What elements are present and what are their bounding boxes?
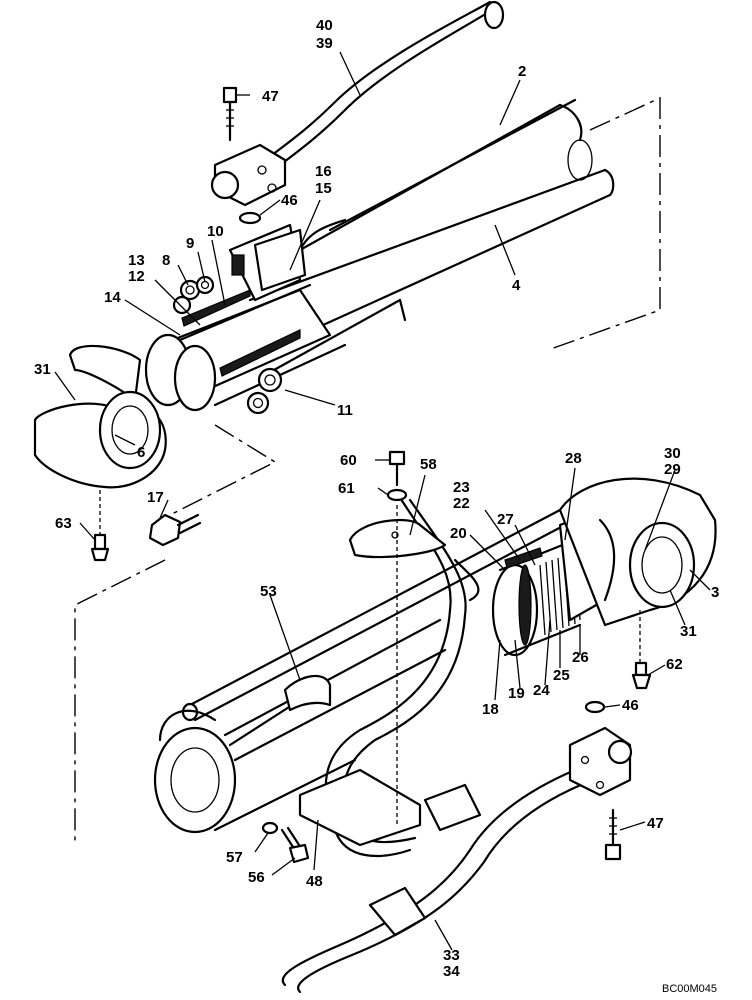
callout-56: 56	[248, 869, 265, 886]
callout-10: 10	[207, 223, 224, 240]
fittings-middle	[90, 490, 202, 562]
callout-6: 6	[137, 444, 145, 461]
callout-29: 29	[664, 461, 681, 478]
callout-57: 57	[226, 849, 243, 866]
callout-30: 30	[664, 445, 681, 462]
callout-60: 60	[340, 452, 357, 469]
callout-16: 16	[315, 163, 332, 180]
callout-labels: 40 39 2 47 16 15 46 10 9 8 13 12 14 4 31…	[34, 17, 719, 995]
callout-26: 26	[572, 649, 589, 666]
callout-48: 48	[306, 873, 323, 890]
callout-13: 13	[128, 252, 145, 269]
callout-47-lower: 47	[647, 815, 664, 832]
callout-34: 34	[443, 963, 460, 980]
callout-3: 3	[711, 584, 719, 601]
callout-40: 40	[316, 17, 333, 34]
leader-lines	[54, 51, 711, 951]
callout-61: 61	[338, 480, 355, 497]
callout-31-lower: 31	[680, 623, 697, 640]
callout-14: 14	[104, 289, 121, 306]
callout-15: 15	[315, 180, 332, 197]
callout-53: 53	[260, 583, 277, 600]
lower-barrel-assembly	[153, 477, 717, 834]
callout-9: 9	[186, 235, 194, 252]
callout-17: 17	[147, 489, 164, 506]
callout-39: 39	[316, 35, 333, 52]
callout-4: 4	[512, 277, 521, 294]
callout-11: 11	[337, 402, 353, 419]
callout-19: 19	[508, 685, 525, 702]
callout-23: 23	[453, 479, 470, 496]
section-boundary-lines	[74, 96, 661, 845]
callout-62: 62	[666, 656, 683, 673]
callout-24: 24	[533, 682, 550, 699]
callout-31-upper: 31	[34, 361, 51, 378]
callout-46-upper: 46	[281, 192, 298, 209]
callout-27: 27	[497, 511, 514, 528]
callout-47-upper: 47	[262, 88, 279, 105]
callout-58: 58	[420, 456, 437, 473]
lower-hose-pipe	[281, 726, 633, 994]
callout-25: 25	[553, 667, 570, 684]
drawing-code: BC00M045	[662, 983, 717, 995]
callout-33: 33	[443, 947, 460, 964]
callout-18: 18	[482, 701, 499, 718]
callout-46-lower: 46	[622, 697, 639, 714]
callout-12: 12	[128, 268, 145, 285]
callout-22: 22	[453, 495, 470, 512]
callout-63: 63	[55, 515, 72, 532]
bolt-56-washer-57	[261, 821, 310, 864]
callout-28: 28	[565, 450, 582, 467]
callout-8: 8	[162, 252, 170, 269]
callout-20: 20	[450, 525, 467, 542]
callout-2: 2	[518, 63, 526, 80]
hose-and-clamps	[283, 450, 482, 858]
upper-rod-assembly	[33, 0, 615, 489]
